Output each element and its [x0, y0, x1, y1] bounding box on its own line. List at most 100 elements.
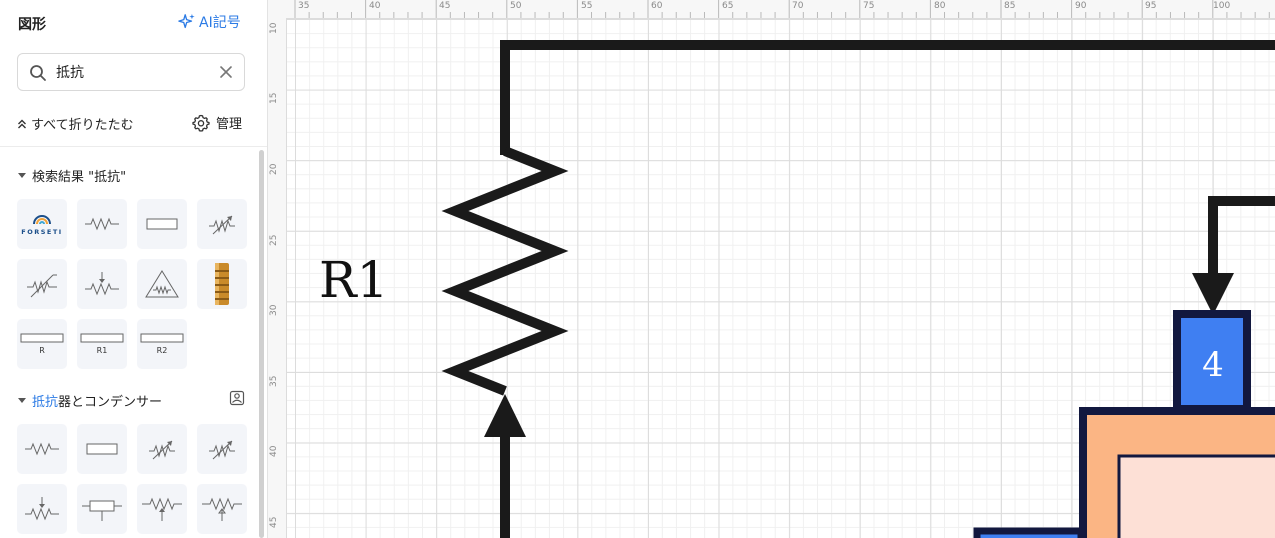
component-inner[interactable] — [1117, 454, 1275, 538]
shape-tile-resistor-box-2[interactable] — [77, 424, 127, 474]
section-title-highlight: 抵抗 — [32, 395, 59, 410]
shape-tile-potentiometer-4[interactable] — [197, 484, 247, 534]
shape-tile-resistor-r[interactable]: R — [17, 319, 67, 369]
shape-tile-forseti-logo[interactable]: FORSETI — [17, 199, 67, 249]
shape-tile-resistor-r2[interactable]: R2 — [137, 319, 187, 369]
ai-symbol-button[interactable]: AI記号 — [178, 12, 241, 32]
variable-resistor-icon — [209, 215, 235, 235]
search-results-title: 検索結果 "抵抗" — [32, 170, 127, 185]
shape-tile-variable-resistor[interactable] — [197, 199, 247, 249]
resistor-box-icon — [20, 333, 64, 343]
resistor-box-icon — [140, 333, 184, 343]
shape-tile-potentiometer-box[interactable] — [77, 484, 127, 534]
close-icon[interactable] — [219, 65, 233, 79]
shape-tile-resistor-photo[interactable] — [197, 259, 247, 309]
resistor-box-icon — [146, 218, 178, 230]
search-box — [17, 53, 245, 91]
ruler-horizontal: 35 40 45 50 55 60 65 70 75 80 85 90 95 1… — [268, 0, 1275, 19]
resistor-label[interactable]: R1 — [319, 251, 388, 309]
terminal-box-label: 4 — [1202, 345, 1224, 385]
resistor-zigzag-icon — [85, 217, 119, 231]
section-title: 抵抗器とコンデンサー — [32, 391, 162, 410]
potentiometer-box-icon — [82, 500, 122, 521]
ruler-label: 25 — [269, 234, 279, 246]
collapse-all-label: すべて折りたたむ — [31, 118, 134, 133]
tile-label-r2: R2 — [156, 346, 168, 355]
terminal-box-bottom[interactable] — [973, 527, 1085, 538]
resistor-box-icon — [86, 443, 118, 455]
variable-resistor-icon — [149, 440, 175, 460]
ruler-label: 65 — [722, 1, 734, 11]
trimmer-resistor-icon — [27, 274, 57, 298]
ruler-label: 60 — [651, 1, 663, 11]
resistor-zigzag-icon — [25, 442, 59, 456]
ruler-label: 70 — [792, 1, 804, 11]
shape-tile-resistor-box[interactable] — [137, 199, 187, 249]
ruler-label: 80 — [934, 1, 946, 11]
ruler-label: 15 — [269, 92, 279, 104]
search-results-header[interactable]: 検索結果 "抵抗" — [18, 166, 126, 185]
resistor-r1[interactable] — [441, 146, 569, 396]
ruler-label: 85 — [1004, 1, 1016, 11]
ruler-label: 75 — [863, 1, 875, 11]
section-title-rest: 器とコンデンサー — [58, 395, 163, 410]
shape-tile-trimmer-resistor[interactable] — [17, 259, 67, 309]
drawing-canvas[interactable]: R1 4 — [287, 19, 1275, 538]
potentiometer-icon — [25, 497, 59, 521]
shape-tile-potentiometer-3[interactable] — [137, 484, 187, 534]
variable-resistor-icon — [209, 440, 235, 460]
sparkle-icon — [178, 13, 195, 29]
ruler-label: 10 — [269, 22, 279, 34]
wire-top[interactable] — [500, 40, 1275, 155]
ruler-label: 50 — [510, 1, 522, 11]
ruler-label: 55 — [581, 1, 593, 11]
forseti-logo-text: FORSETI — [21, 228, 63, 236]
shapes-panel: 図形 AI記号 すべて折りたたむ 管理 — [0, 0, 268, 538]
ruler-label: 45 — [269, 516, 279, 528]
search-icon — [30, 65, 46, 81]
shape-tile-variable-resistor-3[interactable] — [197, 424, 247, 474]
resistor-triangle-icon — [145, 270, 179, 298]
terminal-box-4[interactable] — [1173, 310, 1251, 413]
double-chevron-up-icon — [18, 119, 26, 128]
resistor-box-icon — [80, 333, 124, 343]
arrow-down — [1192, 273, 1234, 315]
panel-scrollbar[interactable] — [259, 150, 264, 538]
shape-tile-potentiometer-2[interactable] — [17, 484, 67, 534]
ruler-label: 20 — [269, 163, 279, 175]
ruler-ticks — [294, 0, 1270, 18]
tile-label-r: R — [39, 346, 45, 355]
library-icon[interactable] — [229, 390, 245, 406]
ruler-label: 45 — [439, 1, 451, 11]
circuit-diagram: R1 4 — [319, 40, 1275, 538]
resistors-capacitors-header[interactable]: 抵抗器とコンデンサー — [18, 391, 162, 410]
shape-tile-variable-resistor-2[interactable] — [137, 424, 187, 474]
manage-label: 管理 — [216, 117, 243, 132]
ruler-label: 35 — [269, 375, 279, 387]
shape-tile-resistor-zigzag-2[interactable] — [17, 424, 67, 474]
potentiometer-icon — [202, 497, 242, 521]
ruler-label: 90 — [1075, 1, 1087, 11]
potentiometer-icon — [142, 497, 182, 521]
arrow-up — [484, 394, 526, 437]
triangle-down-icon — [18, 398, 26, 403]
tile-label-r1: R1 — [96, 346, 108, 355]
ruler-label: 95 — [1145, 1, 1157, 11]
panel-divider — [0, 146, 267, 147]
ai-symbol-label: AI記号 — [199, 15, 241, 31]
shape-tile-potentiometer[interactable] — [77, 259, 127, 309]
ruler-label: 40 — [269, 445, 279, 457]
ruler-vertical: 10 15 20 25 30 35 40 45 — [268, 18, 287, 538]
shape-tile-resistor-triangle[interactable] — [137, 259, 187, 309]
panel-title: 図形 — [18, 17, 46, 33]
manage-button[interactable]: 管理 — [192, 113, 242, 132]
ruler-label: 35 — [298, 1, 310, 11]
wire-right[interactable] — [1208, 196, 1275, 277]
search-input[interactable] — [56, 62, 206, 82]
potentiometer-icon — [85, 272, 119, 296]
shape-tile-resistor-r1[interactable]: R1 — [77, 319, 127, 369]
resistor-component-icon — [215, 263, 229, 305]
shape-tile-resistor-zigzag[interactable] — [77, 199, 127, 249]
triangle-down-icon — [18, 173, 26, 178]
collapse-all-button[interactable]: すべて折りたたむ — [17, 114, 134, 133]
